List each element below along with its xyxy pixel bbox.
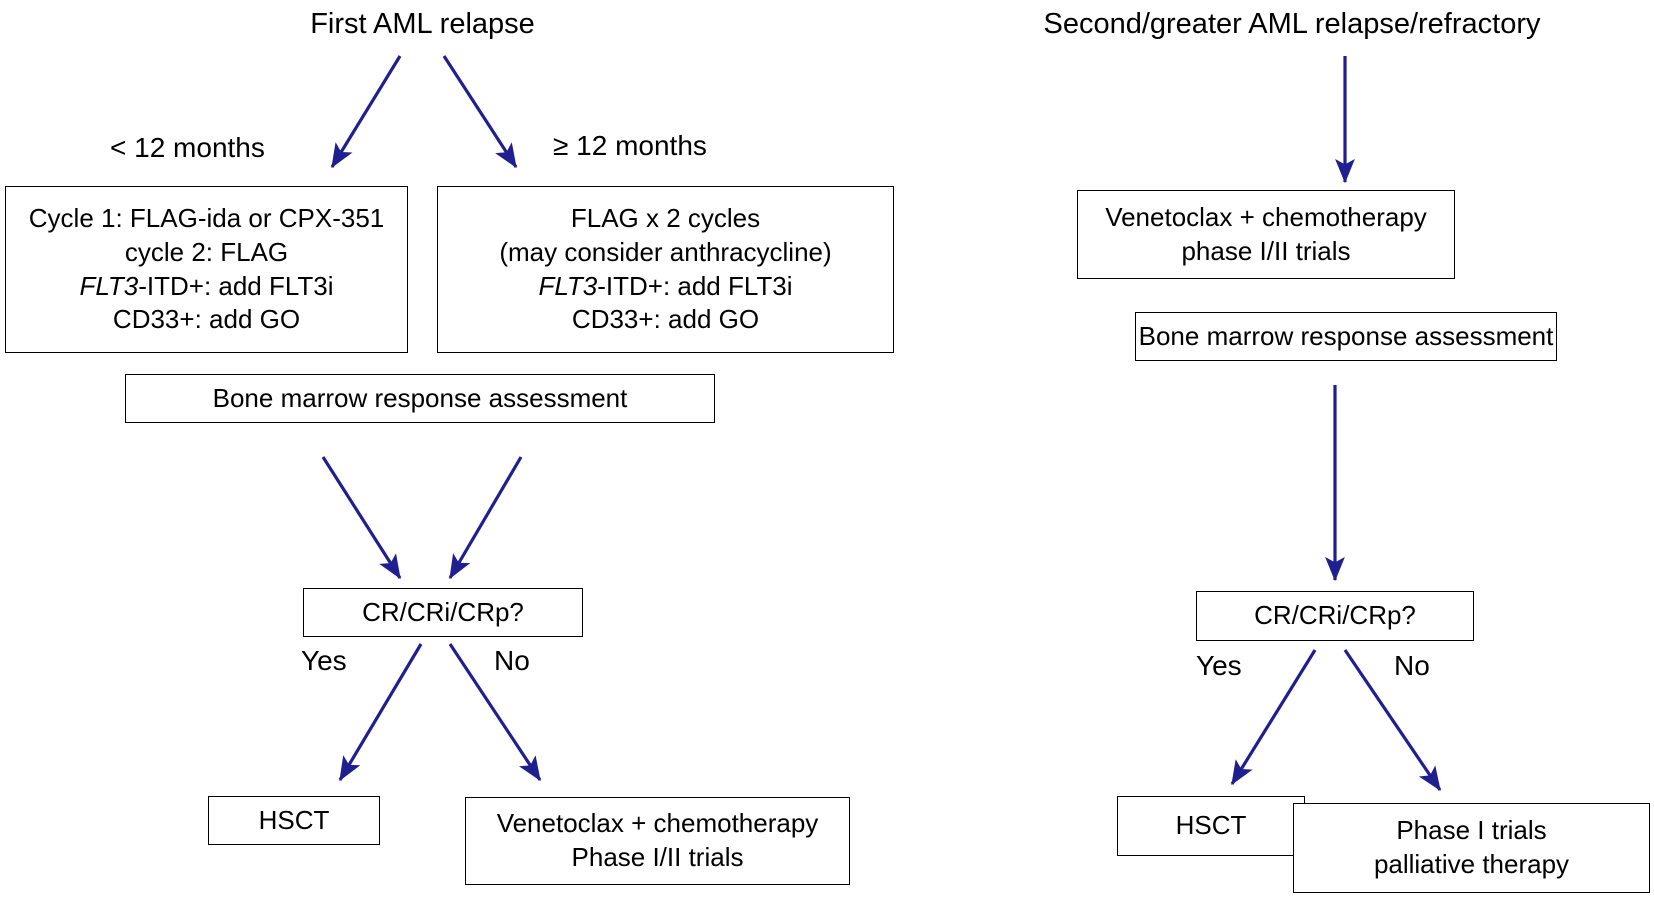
right-treatment-line-2: phase I/II trials (1181, 235, 1351, 266)
edge-label-right-no: No (1394, 650, 1430, 681)
left-late-line-4: CD33+: add GO (571, 304, 760, 335)
arrow-early-to-decision (321, 456, 402, 580)
edge-label-greater-equal-12-months: ≥ 12 months (553, 130, 707, 161)
left-late-treatment-box[interactable]: FLAG x 2 cycles (may consider anthracycl… (437, 186, 894, 353)
left-early-line-3: FLT3-ITD+: add FLT3i (79, 270, 333, 304)
left-early-line-1: Cycle 1: FLAG-ida or CPX-351 (28, 202, 385, 233)
arrow-late-to-decision (448, 456, 523, 580)
arrow-right-decision-yes (1230, 649, 1317, 786)
left-late-line-2: (may consider anthracycline) (499, 236, 832, 267)
left-early-line-3-rest: -ITD+: add FLT3i (138, 270, 334, 301)
left-early-treatment-box[interactable]: Cycle 1: FLAG-ida or CPX-351 cycle 2: FL… (5, 186, 408, 353)
arrow-first-relapse-to-early (330, 55, 402, 169)
left-assessment-box[interactable]: Bone marrow response assessment (125, 374, 715, 423)
left-late-line-3-rest: -ITD+: add FLT3i (597, 270, 793, 301)
edge-label-left-no: No (494, 645, 530, 676)
left-venetoclax-box[interactable]: Venetoclax + chemotherapy Phase I/II tri… (465, 797, 850, 885)
left-decision-box[interactable]: CR/CRi/CRp? (303, 588, 583, 637)
left-late-line-3: FLT3-ITD+: add FLT3i (538, 270, 792, 304)
left-venetoclax-line-2: Phase I/II trials (571, 842, 744, 872)
edge-label-left-yes: Yes (301, 645, 347, 676)
left-early-gene-name: FLT3 (79, 270, 139, 301)
left-hsct-label: HSCT (258, 804, 330, 835)
left-early-line-2: cycle 2: FLAG (124, 236, 289, 267)
right-phase1-line-1: Phase I trials (1396, 815, 1547, 846)
right-hsct-box[interactable]: HSCT (1117, 796, 1305, 856)
right-assessment-label: Bone marrow response assessment (1138, 320, 1554, 351)
right-decision-label: CR/CRi/CRp? (1254, 600, 1416, 631)
edge-label-right-yes: Yes (1196, 650, 1242, 681)
left-assessment-label: Bone marrow response assessment (212, 382, 628, 413)
right-hsct-label: HSCT (1175, 810, 1247, 841)
left-branch-heading: First AML relapse (310, 8, 535, 40)
right-phase1-line-2: palliative therapy (1373, 849, 1570, 879)
right-assessment-box[interactable]: Bone marrow response assessment (1135, 312, 1557, 361)
right-treatment-line-1: Venetoclax + chemotherapy (1105, 201, 1427, 232)
arrow-left-decision-yes (338, 643, 423, 782)
edge-label-less-than-12-months: < 12 months (110, 132, 265, 163)
right-branch-heading: Second/greater AML relapse/refractory (1043, 8, 1541, 40)
left-venetoclax-line-1: Venetoclax + chemotherapy (496, 808, 819, 839)
right-decision-box[interactable]: CR/CRi/CRp? (1196, 591, 1474, 641)
left-decision-label: CR/CRi/CRp? (362, 596, 524, 627)
left-hsct-box[interactable]: HSCT (208, 796, 380, 845)
left-late-line-1: FLAG x 2 cycles (570, 202, 761, 233)
left-late-gene-name: FLT3 (538, 270, 598, 301)
right-phase1-box[interactable]: Phase I trials palliative therapy (1293, 803, 1650, 893)
right-treatment-box[interactable]: Venetoclax + chemotherapy phase I/II tri… (1077, 190, 1455, 279)
arrow-first-relapse-to-late (442, 55, 518, 169)
left-early-line-4: CD33+: add GO (112, 304, 301, 335)
